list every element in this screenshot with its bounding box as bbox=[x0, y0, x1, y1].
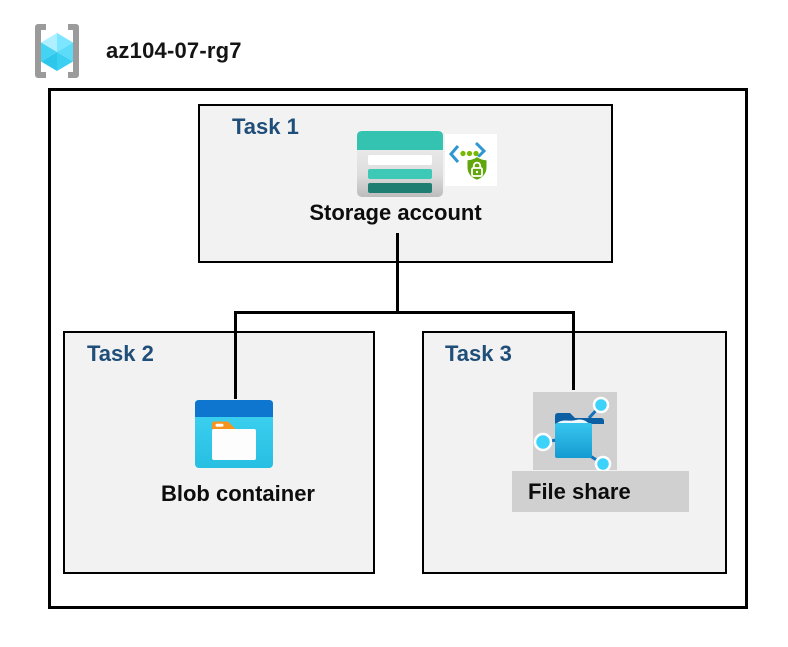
task2-label: Task 2 bbox=[87, 341, 154, 366]
task1-box: Task 1 Storage account bbox=[198, 104, 613, 263]
task3-label: Task 3 bbox=[445, 341, 512, 366]
blob-container-icon bbox=[195, 400, 273, 468]
file-share-label-band: File share bbox=[512, 471, 689, 512]
resource-group-icon bbox=[35, 24, 79, 78]
connector-branch bbox=[234, 311, 575, 314]
storage-account-icon bbox=[357, 131, 443, 197]
file-share-icon-background bbox=[533, 392, 617, 473]
file-share-label: File share bbox=[528, 479, 631, 504]
connector-to-file-share bbox=[572, 311, 575, 390]
resource-group-header: az104-07-rg7 bbox=[30, 22, 242, 80]
connector-to-blob-container bbox=[234, 311, 237, 399]
connector-storage-stem bbox=[396, 233, 399, 313]
resource-group-title: az104-07-rg7 bbox=[106, 38, 242, 63]
task2-box: Task 2 Blob container bbox=[63, 331, 375, 574]
storage-account-label: Storage account bbox=[309, 200, 482, 225]
task3-box: Task 3 File share bbox=[422, 331, 727, 574]
file-share-icon bbox=[533, 396, 612, 473]
blob-container-label: Blob container bbox=[160, 481, 315, 506]
sas-lock-icon bbox=[445, 134, 497, 186]
task1-label: Task 1 bbox=[232, 114, 299, 139]
